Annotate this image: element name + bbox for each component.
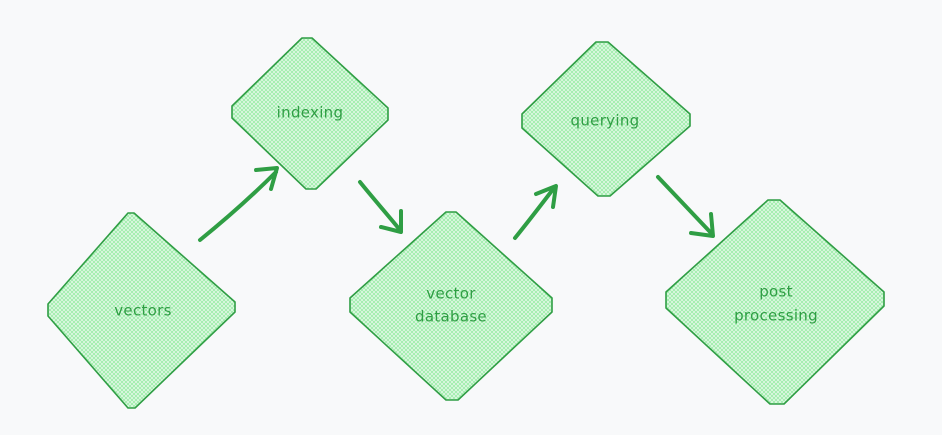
node-vector-database-shape xyxy=(349,211,553,401)
edge-indexing-to-vector-database-arrowhead xyxy=(379,209,403,234)
edge-vector-database-to-querying-arrowhead xyxy=(534,184,558,209)
edge-querying-to-post-processing-line xyxy=(656,175,714,236)
edge-indexing-to-vector-database-line xyxy=(358,180,402,232)
node-post-processing-label-line-2: processing xyxy=(734,307,818,325)
node-querying[interactable]: querying xyxy=(521,41,691,197)
edge-vector-database-to-querying xyxy=(513,184,558,240)
edge-vector-database-to-querying-line xyxy=(513,186,556,240)
node-vector-database-label-line-1: vector xyxy=(426,285,476,303)
node-indexing-label: indexing xyxy=(277,104,344,122)
node-indexing[interactable]: indexing xyxy=(231,37,389,190)
node-querying-label: querying xyxy=(571,112,640,130)
edge-vectors-to-indexing-arrowhead xyxy=(254,166,279,191)
edge-querying-to-post-processing xyxy=(656,175,715,238)
edge-vectors-to-indexing xyxy=(198,166,279,242)
node-vectors-label: vectors xyxy=(114,302,172,320)
edge-querying-to-post-processing-arrowhead xyxy=(689,212,715,238)
node-post-processing-shape xyxy=(665,199,885,405)
edge-vectors-to-indexing-line xyxy=(198,170,278,242)
node-querying-shape xyxy=(521,41,691,197)
node-indexing-shape xyxy=(231,37,389,190)
node-vectors[interactable]: vectors xyxy=(47,212,236,409)
node-post-processing[interactable]: post processing xyxy=(665,199,885,405)
edge-indexing-to-vector-database xyxy=(358,180,403,234)
node-vectors-shape xyxy=(47,212,236,409)
node-vector-database-label-line-2: database xyxy=(415,308,487,326)
node-post-processing-label-line-1: post xyxy=(759,283,793,301)
node-vector-database[interactable]: vector database xyxy=(349,211,553,401)
